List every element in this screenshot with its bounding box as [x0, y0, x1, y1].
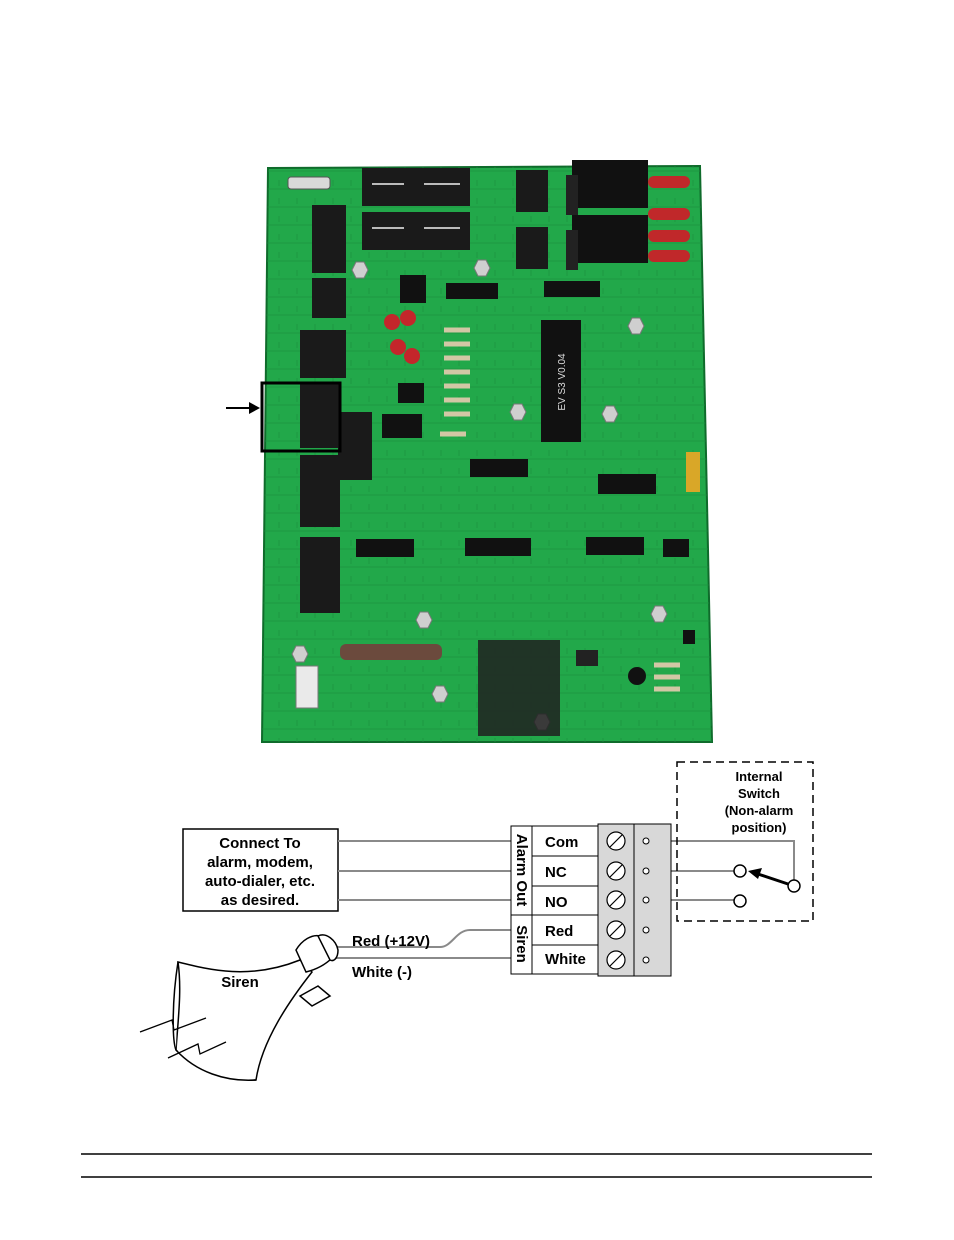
connect-to-line-3: auto-dialer, etc. — [205, 873, 315, 890]
connect-to-box: Connect To alarm, modem, auto-dialer, et… — [182, 828, 339, 912]
switch-arrowhead — [748, 868, 762, 879]
heatsink — [478, 640, 560, 736]
terminal-holes — [642, 837, 650, 964]
terminal-highlight-box — [260, 381, 342, 453]
switch-contact-no — [733, 894, 747, 908]
connect-to-line-2: alarm, modem, — [207, 854, 313, 871]
siren-group-label: Siren — [513, 925, 530, 963]
pointer-arrow — [226, 402, 260, 414]
internal-switch-line-1: Internal — [736, 769, 783, 784]
power-resistor — [340, 644, 442, 660]
terminal-block — [597, 823, 672, 977]
wire-label-white: White (-) — [352, 964, 412, 981]
terminal-screws — [606, 831, 626, 970]
switch-pivot — [787, 879, 801, 893]
siren-horn — [172, 934, 339, 1081]
pcb-photo: EV S3 V0.04 — [260, 160, 714, 743]
internal-switch-line-2: Switch — [738, 786, 780, 801]
ic-chips — [338, 275, 689, 557]
internal-switch-line-3: (Non-alarm — [725, 803, 794, 818]
terminal-label-nc: NC — [545, 864, 567, 881]
red-capacitors — [384, 310, 420, 364]
left-terminal-strip — [300, 205, 346, 613]
white-connector — [295, 665, 319, 709]
terminal-label-no: NO — [545, 894, 568, 911]
board-version-label: EV S3 V0.04 — [557, 353, 568, 411]
terminal-label-com: Com — [545, 834, 578, 851]
fuse — [287, 176, 331, 190]
siren-sound-lines — [139, 1017, 227, 1059]
switch-contact-nc — [733, 864, 747, 878]
terminal-label-white: White — [545, 951, 586, 968]
connect-to-line-1: Connect To — [219, 835, 300, 852]
internal-switch-line-4: position) — [732, 820, 787, 835]
alarm-out-group-label: Alarm Out — [513, 834, 530, 907]
switch-arm — [757, 872, 789, 886]
terminal-label-panel: Alarm Out Siren Com NC NO Red White — [510, 825, 599, 975]
terminal-label-red: Red — [545, 923, 573, 940]
wire-label-red: Red (+12V) — [352, 933, 430, 950]
connect-to-line-4: as desired. — [221, 892, 299, 909]
siren-label: Siren — [221, 974, 259, 991]
internal-switch: Internal Switch (Non-alarm position) — [676, 761, 814, 922]
resistors — [440, 327, 680, 692]
relay-group — [362, 168, 470, 250]
power-connectors — [566, 160, 690, 270]
